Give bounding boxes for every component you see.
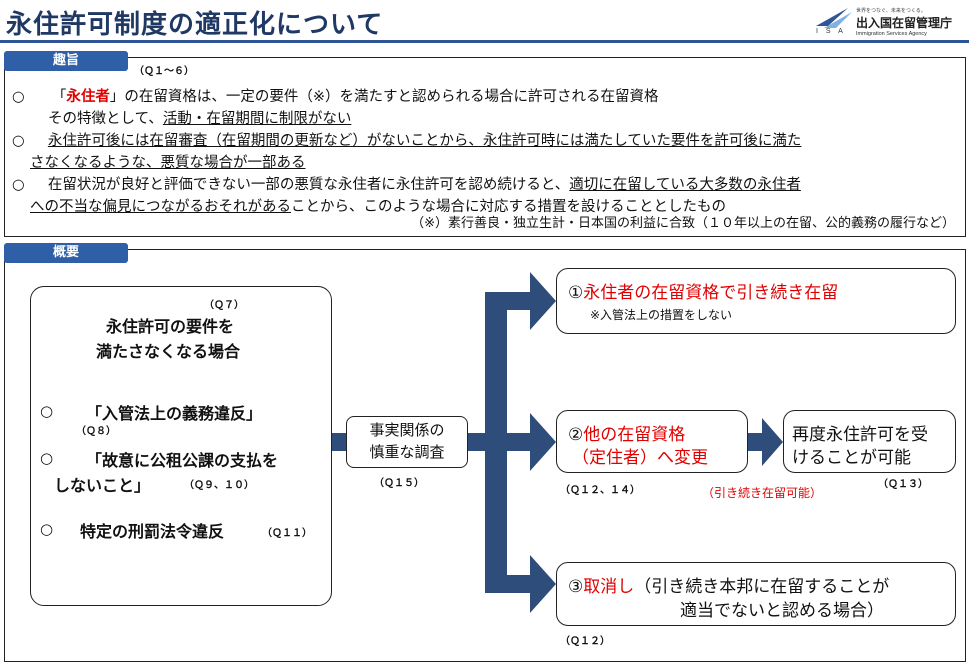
option1-box <box>556 268 956 334</box>
bullet: ○ <box>12 89 25 105</box>
condition-item-2-qref: （Ｑ９、１０） <box>184 480 254 491</box>
arrow-to-option1 <box>485 272 556 330</box>
condition-item-2-line1: 「故意に公租公課の支払を <box>86 451 279 470</box>
option3-line1: ③取消し（引き続き本邦に在留することが <box>568 577 890 597</box>
condition-item-1: 「入管法上の義務違反」 <box>86 404 263 423</box>
connector-arrow-invest <box>466 433 488 451</box>
bullet: ○ <box>12 133 25 149</box>
logo-tagline: 世界をつなぐ、未来をつくる。 <box>856 8 926 14</box>
gist-line-3: ○ 永住許可後には在留審査（在留期間の更新など）がないことから、永住許可時には満… <box>12 133 802 149</box>
agency-logo: I S A 世界をつなぐ、未来をつくる。 出入国在留管理庁 Immigratio… <box>812 4 967 40</box>
overview-tab: 概要 <box>4 243 128 263</box>
gist-line-1: ○ 「永住者」の在留資格は、一定の要件（※）を満たすと認められる場合に許可される… <box>12 89 659 105</box>
permanent-resident-label: 永住者 <box>66 89 110 105</box>
reapply-line1: 再度永住許可を受 <box>792 425 928 445</box>
connector-arrow-cond <box>332 433 348 451</box>
bullet: ○ <box>40 449 54 467</box>
logo-agency-name: 出入国在留管理庁 <box>856 16 953 30</box>
header-divider <box>0 40 969 43</box>
investigation-text: 事実関係の 慎重な調査 <box>369 421 445 461</box>
conditions-title-line2: 満たさなくなる場合 <box>96 342 241 361</box>
condition-item-1-qref: （Ｑ８） <box>76 426 116 437</box>
bullet: ○ <box>40 520 54 538</box>
gist-line-5: ○ 在留状況が良好と評価できない一部の悪質な永住者に永住許可を認め続けると、適切… <box>12 177 801 193</box>
arrow-to-reapply <box>748 418 783 466</box>
arrow-to-option3 <box>485 555 556 613</box>
condition-item-3-qref: （Ｑ１１） <box>262 528 312 539</box>
option2-line2: （定住者）へ変更 <box>572 448 708 468</box>
bullet: ○ <box>40 402 54 420</box>
condition-item-2-line2: しないこと」 <box>54 476 151 495</box>
reapply-qref: （Ｑ１３） <box>878 479 928 490</box>
reapply-box <box>783 410 956 473</box>
conditions-qref: （Ｑ７） <box>204 300 244 311</box>
arrow-to-option2 <box>485 413 556 471</box>
conditions-box <box>30 286 332 606</box>
gist-line-2: その特徴として、活動・在留期間に制限がない <box>48 111 352 127</box>
option2-box <box>556 410 748 473</box>
gist-footnote: （※）素行善良・独立生計・日本国の利益に合致（１０年以上の在留、公的義務の履行な… <box>411 216 955 231</box>
logo-mark-text: I S A <box>816 28 846 35</box>
gist-line-4: さなくなるような、悪質な場合が一部ある <box>30 155 306 171</box>
gist-line-6: への不当な偏見につながるおそれがあることから、このような場合に対応する措置を設け… <box>30 199 726 215</box>
option2-note: （引き続き在留可能） <box>702 486 823 500</box>
option1-sub: ※入管法上の措置をしない <box>590 308 733 322</box>
isa-logo-icon <box>816 8 852 28</box>
investigation-box <box>346 416 468 468</box>
gist-qref: （Ｑ１～６） <box>134 66 194 77</box>
option2-line1: ②他の在留資格 <box>568 425 686 445</box>
option2-qref: （Ｑ１２、１４） <box>560 485 640 496</box>
option3-qref: （Ｑ１２） <box>560 636 610 647</box>
page-title: 永住許可制度の適正化について <box>6 10 384 40</box>
option1-label: ①永住者の在留資格で引き続き在留 <box>568 283 839 303</box>
logo-agency-name-en: Immigration Services Agency <box>856 31 927 37</box>
option3-box <box>556 562 956 626</box>
bullet: ○ <box>12 177 25 193</box>
investigation-qref: （Ｑ１５） <box>374 478 424 489</box>
condition-item-3: 特定の刑罰法令違反 <box>80 522 225 541</box>
gist-section <box>4 57 966 237</box>
option3-line2: 適当でないと認める場合） <box>680 601 884 621</box>
gist-tab: 趣旨 <box>4 51 128 71</box>
reapply-line2: けることが可能 <box>792 448 911 468</box>
conditions-title-line1: 永住許可の要件を <box>106 317 235 336</box>
